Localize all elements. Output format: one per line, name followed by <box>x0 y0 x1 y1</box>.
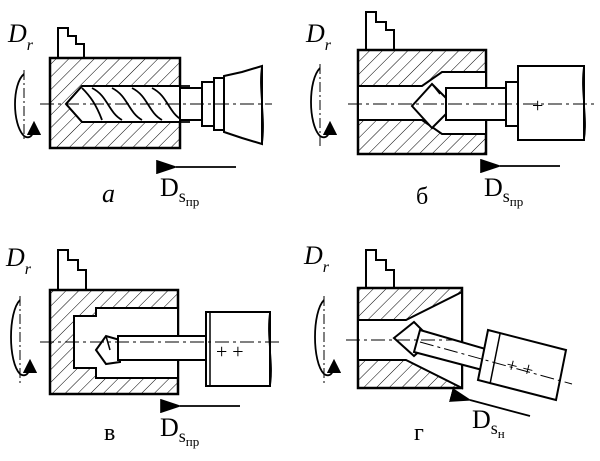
feed-label: Dsн <box>472 405 505 441</box>
tool-holder <box>517 65 585 141</box>
chuck-jaw <box>57 249 87 291</box>
panel-caption: б <box>416 184 428 210</box>
panel-v: + + Dr Dsпр в <box>5 243 280 449</box>
boring-bar <box>117 335 207 361</box>
rotation-label: Dr <box>7 19 34 54</box>
rotation-label: Dr <box>5 243 32 278</box>
panel-b: + Dr Dsпр б <box>305 11 596 210</box>
chuck-jaw <box>365 11 395 51</box>
rotation-arrow-icon <box>310 67 338 139</box>
chuck-jaw <box>57 27 85 59</box>
chuck-jaw <box>365 249 395 289</box>
feed-label: Dsпр <box>484 173 523 209</box>
rotation-label: Dr <box>305 19 332 54</box>
plus-mark: + <box>532 95 543 117</box>
feed-arrow-icon <box>449 387 531 417</box>
panel-caption: в <box>104 420 115 446</box>
taper-holder <box>223 64 263 146</box>
rotation-label: Dr <box>303 241 330 276</box>
panel-a: Dr Dsпр а <box>7 19 272 209</box>
panel-caption: а <box>102 179 115 208</box>
feed-label: Dsпр <box>160 173 199 209</box>
panel-g: + + Dr Dsн г <box>303 241 573 446</box>
feed-label: Dsпр <box>160 413 199 449</box>
panel-caption: г <box>414 420 424 446</box>
plus-mark: + + <box>216 341 244 363</box>
rotation-arrow-icon <box>14 73 42 139</box>
angled-holder <box>476 328 568 402</box>
